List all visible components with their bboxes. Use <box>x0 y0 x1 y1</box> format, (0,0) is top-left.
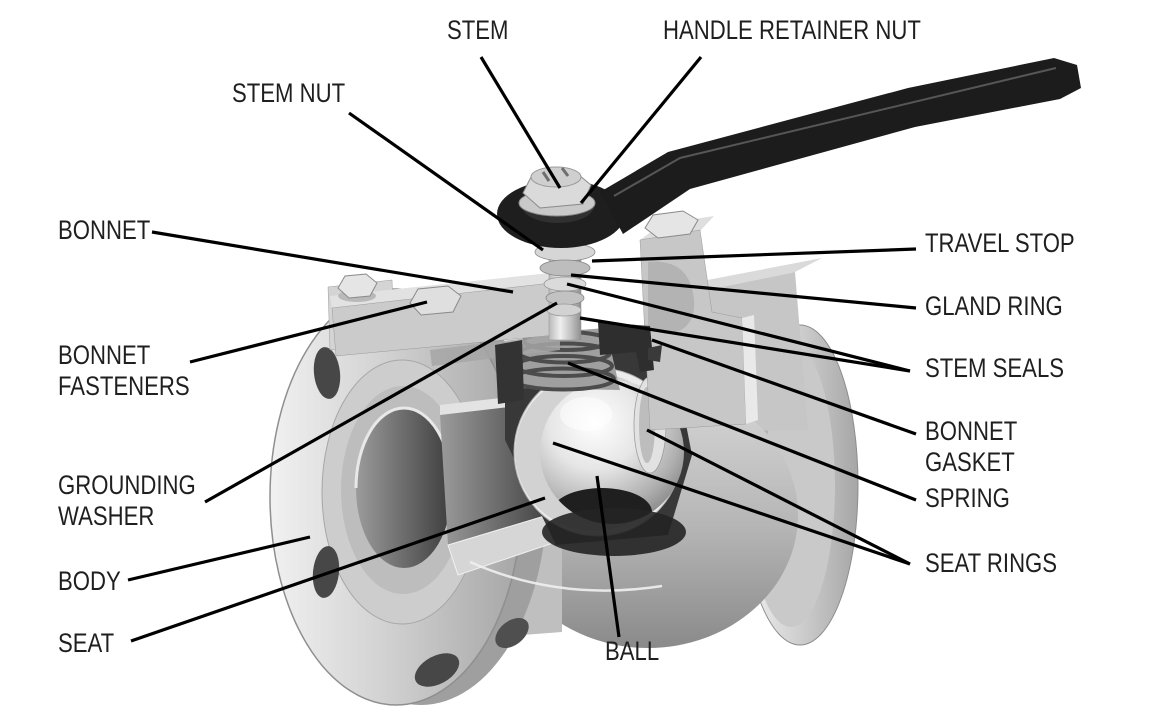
flange-bolt-hole <box>313 347 341 399</box>
leader-line-bonnet-gasket <box>651 338 917 436</box>
leader-line-seat <box>130 496 546 643</box>
leader-line-seat-rings <box>552 441 911 566</box>
label-stem-seals: STEM SEALS <box>925 353 1065 383</box>
bonnet-shape <box>327 210 758 431</box>
handle-shape <box>497 58 1081 248</box>
leader-line-stem-nut <box>348 111 544 252</box>
leader-line-bonnet-fasteners <box>189 300 428 364</box>
bonnet-gasket-shape <box>598 322 654 372</box>
gland-ring-shape <box>539 259 591 277</box>
stem-nut-shape <box>518 166 596 217</box>
leader-line-seat-rings <box>646 428 911 566</box>
leader-line-travel-stop <box>591 247 917 263</box>
label-bonnet-gasket: BONNET GASKET <box>925 416 1017 477</box>
label-gland-ring: GLAND RING <box>925 291 1063 321</box>
label-grounding-washer: GROUNDING WASHER <box>58 470 196 531</box>
leader-lines-layer <box>127 55 917 643</box>
leader-line-stem-seals <box>579 316 911 373</box>
ball-port-shadow <box>542 508 686 556</box>
leader-line-bonnet <box>151 230 514 294</box>
label-seat-rings: SEAT RINGS <box>925 548 1058 578</box>
flange-bolt-hole <box>414 653 460 687</box>
stem-seal-shape <box>545 290 585 306</box>
label-bonnet-fasteners: BONNET FASTENERS <box>58 340 190 401</box>
leader-line-grounding-washer <box>204 301 558 504</box>
bonnet-bolt-icon <box>644 210 699 239</box>
bonnet-gasket-shape <box>495 340 524 404</box>
label-body: BODY <box>58 566 121 596</box>
leader-line-body <box>127 535 311 582</box>
bonnet-nut-icon <box>409 285 462 316</box>
label-ball: BALL <box>605 636 660 666</box>
leader-line-spring <box>567 361 917 502</box>
leader-line-stem <box>479 56 562 189</box>
label-seat: SEAT <box>58 628 115 658</box>
flange-bolt-hole <box>495 617 529 649</box>
label-bonnet: BONNET <box>58 215 151 245</box>
label-handle-retainer-nut: HANDLE RETAINER NUT <box>663 15 921 45</box>
label-travel-stop: TRAVEL STOP <box>925 228 1075 258</box>
leader-line-ball <box>595 475 621 638</box>
left-flange-shape <box>269 288 547 706</box>
label-stem-nut: STEM NUT <box>232 78 346 108</box>
leader-line-handle-retainer-nut <box>579 55 703 205</box>
bonnet-bolt-icon <box>337 273 378 299</box>
label-spring: SPRING <box>925 483 1010 513</box>
label-stem: STEM <box>447 15 509 45</box>
body-cut-highlight <box>469 560 663 592</box>
stem-seal-shape <box>543 276 587 292</box>
leader-line-gland-ring <box>570 273 917 310</box>
leader-line-stem-seals <box>566 282 911 373</box>
